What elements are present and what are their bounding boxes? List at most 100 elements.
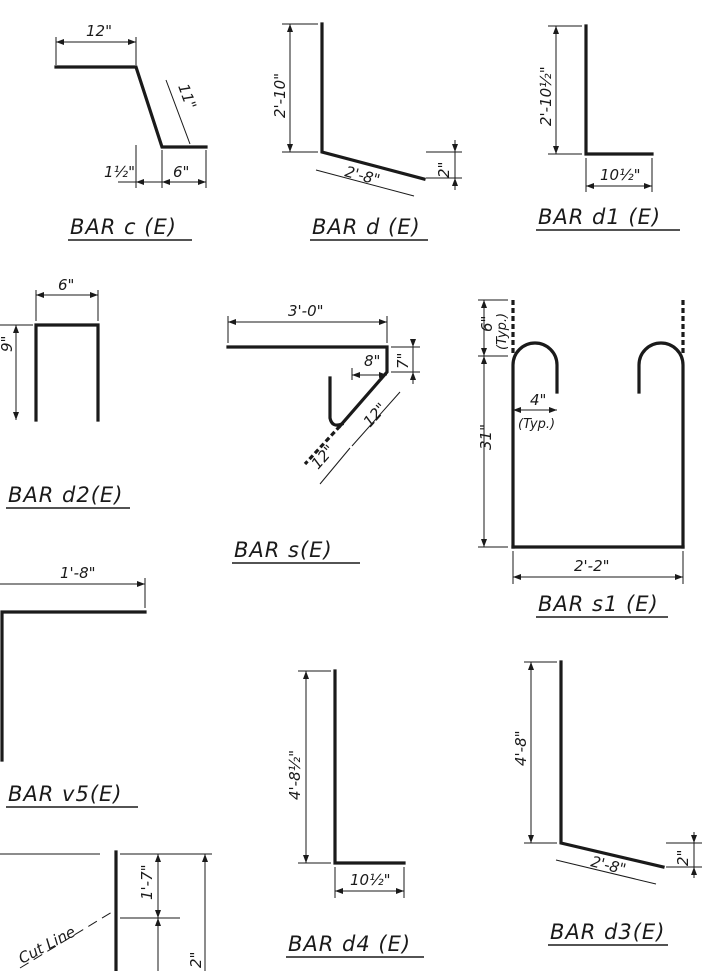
bar-d-dim-2: 2" (435, 162, 453, 178)
bar-d4-shape (333, 669, 406, 865)
bar-d1-dim-2-10half: 2'-10½" (537, 66, 555, 126)
bar-d3-arrow (528, 662, 534, 670)
bar-d3-dim-4-8: 4'-8" (512, 730, 530, 766)
bar-d4-arrow (335, 888, 343, 894)
bar-d1-title: BAR d1 (E) (538, 205, 661, 229)
bar-d4-arrow (303, 855, 309, 863)
bar-s1-arrow (675, 574, 683, 580)
bar-s1-dim-6: 6" (478, 316, 496, 332)
bar-s1-arrow (549, 407, 557, 413)
bar-d-arrow (287, 24, 293, 32)
partial-arrow (202, 854, 208, 862)
partial-arrow (155, 854, 161, 862)
bar-c-dim-6: 6" (173, 163, 189, 181)
partial-arrow (155, 918, 161, 926)
bar-d-arrow (452, 144, 458, 152)
bar-d-dim-2-8-line (315, 169, 415, 197)
bar-s1-arrow (513, 407, 521, 413)
bar-d3-arrow (691, 867, 697, 875)
bar-d3-shape (559, 660, 665, 869)
bar-s1-arrow (513, 574, 521, 580)
bar-s-dashed-extension (303, 424, 342, 466)
bar-d4-dim-4-8half: 4'-8½" (286, 750, 304, 800)
bar-d2-dim-6: 6" (58, 276, 74, 294)
bar-d2-arrow (36, 292, 44, 298)
bar-c-arrow (136, 179, 144, 185)
bar-s1-title: BAR s1 (E) (538, 592, 659, 616)
bar-s-hook (328, 376, 345, 427)
bar-d1-group: 2'-10½" 10½" BAR d1 (E) (536, 24, 680, 231)
bar-s1-arrow (481, 348, 487, 356)
bar-s1-dim-2-2: 2'-2" (574, 557, 610, 575)
bar-c-group: 12" 11" 1½" 6" BAR c (E) (54, 22, 208, 241)
bar-s-dim-8: 8" (364, 352, 380, 370)
bar-d2-arrow (13, 325, 19, 333)
bar-s-arrow (379, 319, 387, 325)
bar-v5-dim-1-8: 1'-8" (60, 564, 96, 582)
bar-s-dim-12a-line (351, 391, 401, 447)
bar-d-arrow (452, 178, 458, 186)
bar-c-dim-1half: 1½" (104, 163, 135, 181)
partial-cut-line (19, 911, 113, 969)
bar-d1-arrow (553, 26, 559, 34)
bar-d3-group: 4'-8" 2'-8" 2" BAR d3(E) (512, 660, 702, 946)
bar-s-dim-12a: 12" (360, 399, 391, 430)
bar-d-arrow (287, 144, 293, 152)
bar-d4-title: BAR d4 (E) (288, 932, 411, 956)
bar-d-group: 2'-10" 2'-8" 2" BAR d (E) (271, 22, 462, 241)
bar-d2-shape (34, 323, 100, 422)
bar-c-title: BAR c (E) (70, 215, 177, 239)
bar-s1-arrow (481, 300, 487, 308)
bar-d1-arrow (586, 183, 594, 189)
bar-c-arrow (198, 179, 206, 185)
bar-s1-right-hook (637, 341, 685, 549)
bar-d3-title: BAR d3(E) (550, 920, 665, 944)
bar-s-dim-7: 7" (394, 353, 412, 369)
bar-s1-left-hook (511, 341, 559, 549)
partial-detail-group: Cut Line 1'-7" 2" (0, 850, 212, 971)
bar-s1-dim-typ-mid: (Typ.) (518, 417, 555, 432)
bar-s-arrow (379, 372, 387, 378)
partial-dim-1-7: 1'-7" (138, 864, 156, 900)
bar-s-dim-3-0: 3'-0" (288, 302, 324, 320)
bar-d4-group: 4'-8½" 10½" BAR d4 (E) (286, 669, 424, 958)
bar-d2-group: 6" 9" BAR d2(E) (0, 276, 130, 509)
bar-c-dim-11: 11" (174, 81, 200, 112)
bar-s1-arrow (481, 356, 487, 364)
bar-d-title: BAR d (E) (312, 215, 421, 239)
bar-c-arrow (56, 39, 64, 45)
bar-d3-dim-2-8-line (555, 859, 657, 885)
bar-d1-shape (584, 24, 654, 156)
bar-s1-group: 6" (Typ.) 31" 4" (Typ.) 2'-2" BAR s1 (E) (477, 299, 685, 618)
bar-d3-dim-2: 2" (674, 850, 692, 866)
bar-c-shape (54, 65, 208, 149)
bar-d3-arrow (691, 835, 697, 843)
bar-s1-dim-typ-top: (Typ.) (495, 313, 510, 350)
bar-v5-shape (0, 610, 147, 762)
bar-d1-arrow (553, 146, 559, 154)
bar-d4-arrow (303, 671, 309, 679)
bar-d3-arrow (528, 835, 534, 843)
bar-d4-arrow (396, 888, 404, 894)
bar-c-dim-11-line (165, 79, 191, 145)
bar-d1-dim-10half: 10½" (600, 166, 641, 184)
bar-d2-arrow (13, 412, 19, 420)
bar-s1-arrow (481, 539, 487, 547)
bar-d2-title: BAR d2(E) (8, 483, 123, 507)
bar-d-shape (320, 22, 426, 181)
bar-d1-arrow (644, 183, 652, 189)
bar-d4-dim-10half: 10½" (350, 871, 391, 889)
bar-s-title: BAR s(E) (234, 538, 333, 562)
bar-c-arrow (128, 39, 136, 45)
bar-c-arrow (162, 179, 170, 185)
bar-v5-arrow (137, 581, 145, 587)
bar-s-dim-12b-line (319, 447, 351, 485)
partial-cut-line-label: Cut Line (15, 923, 78, 968)
bar-s-shape (226, 345, 389, 429)
bar-s-arrow (352, 372, 360, 378)
partial-arrow (155, 910, 161, 918)
bar-v5-group: 1'-8" BAR v5(E) (0, 564, 147, 808)
bar-s-group: 3'-0" 8" 7" 12" 12" BAR s(E) (226, 302, 420, 564)
bar-d-dim-2-10: 2'-10" (271, 73, 289, 118)
